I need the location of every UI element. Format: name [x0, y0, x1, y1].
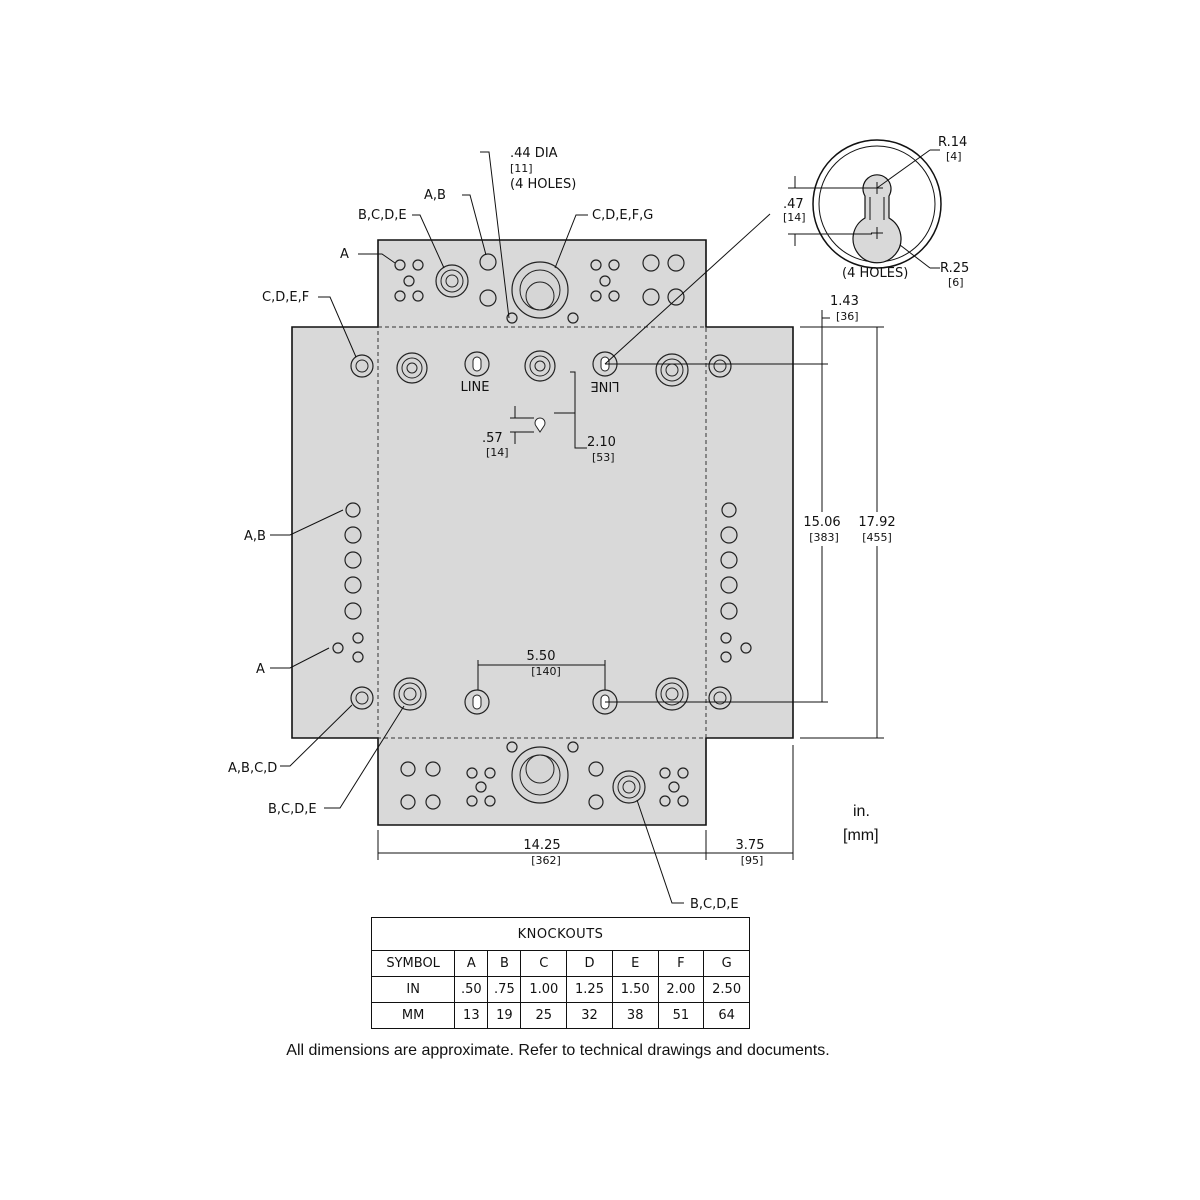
- table-cell: .50: [454, 976, 489, 1003]
- keyhole-bottom-left: [464, 689, 490, 715]
- table-header-cell: F: [657, 950, 705, 977]
- units-inches: in.: [853, 803, 870, 820]
- line-label-right: LINE: [590, 378, 619, 393]
- table-cell: 25: [520, 1002, 568, 1029]
- table-title: KNOCKOUTS: [371, 917, 750, 951]
- leader-cdef: [318, 296, 357, 358]
- r14-mm-label: [4]: [946, 150, 962, 163]
- leader-abcd: [280, 704, 353, 767]
- table-header-cell: B: [487, 950, 522, 977]
- table-cell: 64: [703, 1002, 750, 1029]
- bcde-br-label: B,C,D,E: [690, 897, 739, 912]
- leader-ab-top: [462, 194, 487, 256]
- r25-mm-label: [6]: [948, 276, 964, 289]
- table-row: MM 13 19 25 32 38 51 64: [370, 1002, 750, 1029]
- table-cell: 2.00: [657, 976, 705, 1003]
- leader-cdefg: [554, 214, 588, 269]
- leader-bcde-br: [636, 799, 684, 904]
- bottom-flange-knockouts: [400, 741, 689, 810]
- knockouts-table: KNOCKOUTS SYMBOL A B C D E F G IN .50 .7…: [370, 917, 750, 1029]
- dim-143-mm-label: [36]: [836, 310, 859, 323]
- table-header-cell: D: [566, 950, 613, 977]
- cdef-label: C,D,E,F: [262, 290, 309, 305]
- dim-57-label: .57: [482, 431, 503, 446]
- dim-47-mm-label: [14]: [783, 211, 806, 224]
- units-legend: in. [mm]: [843, 800, 879, 848]
- dim-550-mm-label: [140]: [531, 665, 561, 678]
- dim-47-label: .47: [783, 197, 804, 212]
- holes-4-label: (4 HOLES): [510, 177, 576, 192]
- dim-horizontal: [377, 745, 794, 860]
- dim-1425-label: 14.25: [523, 838, 560, 853]
- table-cell: IN: [370, 976, 456, 1003]
- center-keyhole: [534, 417, 546, 433]
- dim-1792-label: 17.92: [858, 515, 895, 530]
- leader-a-top: [358, 253, 396, 264]
- leader-bcde-top: [412, 214, 445, 269]
- table-header-cell: C: [520, 950, 568, 977]
- cdefg-label: C,D,E,F,G: [592, 208, 653, 223]
- enclosure-outline: [291, 239, 794, 826]
- dia-44-mm-label: [11]: [510, 162, 533, 175]
- dim-375-mm-label: [95]: [741, 854, 764, 867]
- dim-1506-label: 15.06: [803, 515, 840, 530]
- table-header-cell: SYMBOL: [370, 950, 456, 977]
- table-cell: 13: [454, 1002, 489, 1029]
- bcde-top-label: B,C,D,E: [358, 208, 407, 223]
- leader-ab-side: [270, 509, 344, 536]
- table-cell: 32: [566, 1002, 613, 1029]
- dim-57-mm-label: [14]: [486, 446, 509, 459]
- r14-label: R.14: [938, 135, 967, 150]
- dim-57-210: [510, 371, 587, 449]
- table-cell: 1.00: [520, 976, 568, 1003]
- table-header-cell: A: [454, 950, 489, 977]
- line-label-left: LINE: [460, 380, 489, 395]
- table-cell: MM: [370, 1002, 456, 1029]
- table-cell: 2.50: [703, 976, 750, 1003]
- table-header-row: SYMBOL A B C D E F G: [370, 950, 750, 977]
- dim-1425-mm-label: [362]: [531, 854, 561, 867]
- a-top-label: A: [340, 247, 349, 262]
- leader-44-dia: [480, 151, 510, 319]
- table-header-cell: E: [611, 950, 659, 977]
- table-cell: 38: [611, 1002, 659, 1029]
- main-knockouts: [332, 350, 752, 711]
- table-cell: 19: [487, 1002, 522, 1029]
- table-header-cell: G: [703, 950, 750, 977]
- leader-bcde-bl: [324, 705, 405, 809]
- dia-44-label: .44 DIA: [510, 146, 558, 161]
- dim-550: [477, 660, 606, 690]
- dim-375-label: 3.75: [736, 838, 765, 853]
- keyhole-detail: [788, 139, 942, 269]
- table-cell: .75: [487, 976, 522, 1003]
- a-side-label: A: [256, 662, 265, 677]
- table-cell: 51: [657, 1002, 705, 1029]
- keyhole-top-left: [464, 351, 490, 377]
- dim-210-mm-label: [53]: [592, 451, 615, 464]
- dim-550-label: 5.50: [527, 649, 556, 664]
- dim-1792-mm-label: [455]: [862, 531, 892, 544]
- abcd-label: A,B,C,D: [228, 761, 277, 776]
- r25-label: R.25: [940, 261, 969, 276]
- dim-143-label: 1.43: [830, 294, 859, 309]
- leader-a-side: [270, 647, 330, 669]
- top-flange-knockouts: [394, 253, 685, 324]
- table-cell: 1.50: [611, 976, 659, 1003]
- holes-detail-label: (4 HOLES): [842, 266, 908, 281]
- dim-1506-mm-label: [383]: [809, 531, 839, 544]
- table-row: IN .50 .75 1.00 1.25 1.50 2.00 2.50: [370, 976, 750, 1003]
- ab-top-label: A,B: [424, 188, 446, 203]
- units-mm: [mm]: [843, 827, 879, 844]
- backplate-outline: [377, 326, 707, 739]
- leader-47: [604, 213, 771, 365]
- table-cell: 1.25: [566, 976, 613, 1003]
- bcde-bl-label: B,C,D,E: [268, 802, 317, 817]
- dim-210-label: 2.10: [587, 435, 616, 450]
- footnote: All dimensions are approximate. Refer to…: [286, 1042, 830, 1059]
- ab-side-label: A,B: [244, 529, 266, 544]
